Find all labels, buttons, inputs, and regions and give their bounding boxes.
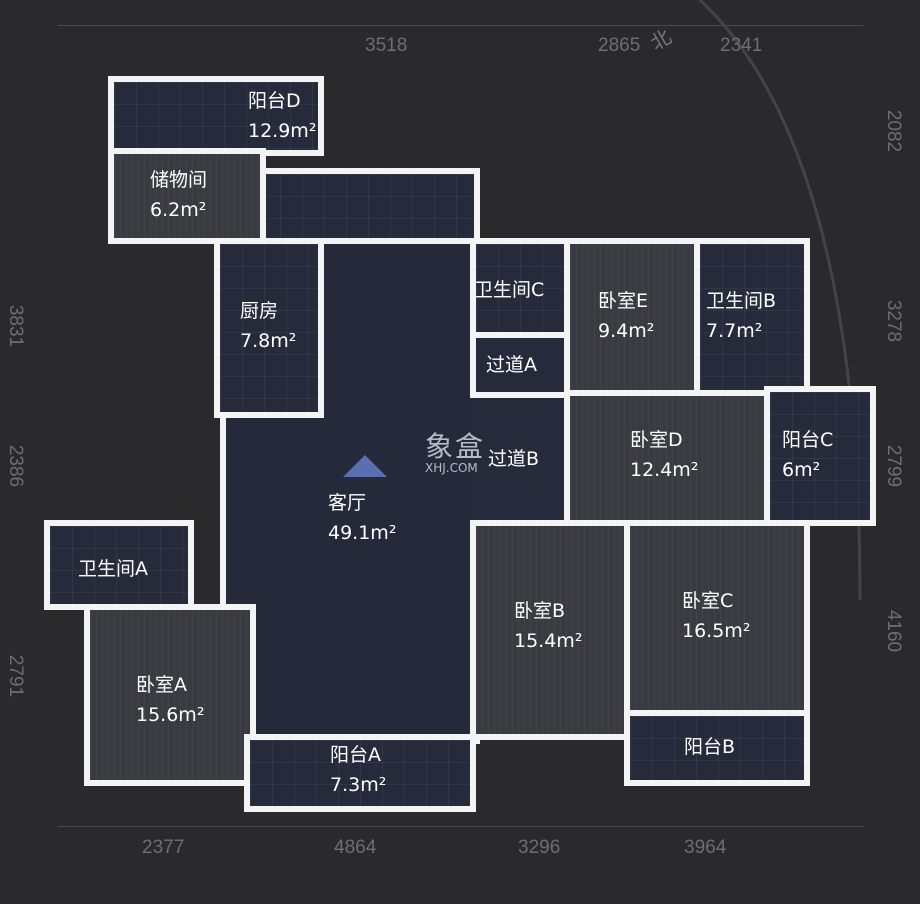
room-name: 储物间 <box>150 169 208 191</box>
dim-bottom-2: 4864 <box>334 837 377 858</box>
dim-right-2: 3278 <box>883 299 905 343</box>
label-kitchen: 厨房 7.8m² <box>240 296 296 356</box>
room-name: 卫生间C <box>474 279 545 301</box>
room-storage[interactable] <box>108 148 266 244</box>
dim-left-3: 2791 <box>5 654 27 698</box>
room-balcony-c[interactable] <box>764 386 876 526</box>
label-bathroom-c: 卫生间C <box>474 275 544 305</box>
label-bedroom-e: 卧室E 9.4m² <box>598 286 654 346</box>
room-area: 6.2m² <box>150 199 207 221</box>
room-corridor-north <box>258 168 480 244</box>
room-area: 16.5m² <box>682 620 751 642</box>
room-name: 卧室C <box>682 590 734 612</box>
dim-bottom-4: 3964 <box>684 837 727 858</box>
dim-left-1: 3831 <box>5 304 27 348</box>
dim-right-3: 2799 <box>883 444 905 488</box>
room-name: 厨房 <box>240 300 279 322</box>
room-area: 9.4m² <box>598 320 655 342</box>
label-balcony-b: 阳台B <box>684 732 735 762</box>
room-name: 阳台D <box>248 90 301 112</box>
room-name: 卧室A <box>136 674 187 696</box>
room-name: 卫生间B <box>706 290 777 312</box>
watermark-site: XHJ.COM <box>425 461 478 475</box>
room-area: 15.6m² <box>136 704 205 726</box>
room-name: 阳台C <box>782 429 834 451</box>
label-storage: 储物间 6.2m² <box>150 165 207 225</box>
dim-right-1: 2082 <box>883 109 905 153</box>
dim-left-2: 2386 <box>5 444 27 488</box>
dim-top-1: 3518 <box>365 35 408 56</box>
label-bathroom-b: 卫生间B 7.7m² <box>706 286 776 346</box>
label-balcony-a: 阳台A 7.3m² <box>330 740 386 800</box>
room-name: 过道B <box>488 448 540 470</box>
room-name: 卧室E <box>598 290 649 312</box>
label-living: 客厅 49.1m² <box>328 488 396 548</box>
room-area: 15.4m² <box>514 630 583 652</box>
label-hall-a: 过道A <box>486 350 537 380</box>
label-balcony-d: 阳台D 12.9m² <box>248 86 316 146</box>
room-name: 阳台A <box>330 744 381 766</box>
bottom-ruler <box>58 826 863 827</box>
watermark: 象盒 XHJ.COM <box>425 425 485 475</box>
top-ruler <box>58 25 863 26</box>
label-bathroom-a: 卫生间A <box>78 554 148 584</box>
room-name: 客厅 <box>328 492 367 514</box>
dim-top-2: 2865 <box>598 35 641 56</box>
room-name: 阳台B <box>684 736 736 758</box>
watermark-logo: 象盒 <box>425 430 486 463</box>
dim-bottom-3: 3296 <box>518 837 561 858</box>
dim-top-3: 2341 <box>720 35 763 56</box>
label-bedroom-c: 卧室C 16.5m² <box>682 586 750 646</box>
room-bedroom-a[interactable] <box>84 604 256 786</box>
room-area: 7.8m² <box>240 330 297 352</box>
dim-bottom-1: 2377 <box>142 837 185 858</box>
room-name: 卫生间A <box>78 558 148 580</box>
room-bathroom-b[interactable] <box>694 238 810 396</box>
label-balcony-c: 阳台C 6m² <box>782 425 833 485</box>
room-area: 12.9m² <box>248 120 317 142</box>
room-area: 49.1m² <box>328 522 397 544</box>
label-hall-b: 过道B <box>488 444 539 474</box>
room-name: 卧室B <box>514 600 566 622</box>
room-name: 过道A <box>486 354 537 376</box>
room-area: 7.7m² <box>706 320 763 342</box>
room-bedroom-c[interactable] <box>624 520 810 720</box>
room-kitchen[interactable] <box>214 238 324 418</box>
room-bedroom-b[interactable] <box>470 520 630 740</box>
room-area: 6m² <box>782 459 821 481</box>
camera-viewpoint-icon[interactable] <box>343 455 387 477</box>
room-bedroom-d[interactable] <box>564 390 770 526</box>
room-balcony-d[interactable] <box>108 76 324 156</box>
room-bathroom-c[interactable] <box>470 238 570 338</box>
room-area: 7.3m² <box>330 774 387 796</box>
dim-right-4: 4160 <box>883 609 905 653</box>
label-bedroom-a: 卧室A 15.6m² <box>136 670 204 730</box>
room-area: 12.4m² <box>630 459 699 481</box>
room-balcony-a[interactable] <box>244 734 476 812</box>
room-name: 卧室D <box>630 429 683 451</box>
room-balcony-b[interactable] <box>624 710 810 786</box>
label-bedroom-b: 卧室B 15.4m² <box>514 596 582 656</box>
label-bedroom-d: 卧室D 12.4m² <box>630 425 698 485</box>
